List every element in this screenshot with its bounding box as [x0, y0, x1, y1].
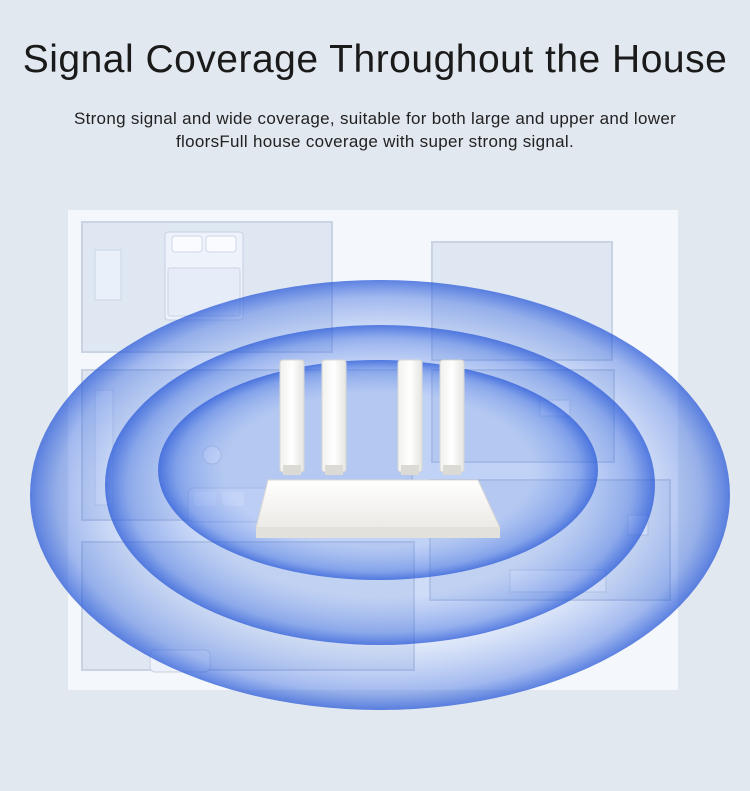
coverage-illustration	[30, 210, 730, 710]
antenna-1	[279, 359, 305, 473]
router-body-edge	[256, 528, 500, 538]
wardrobe	[94, 249, 122, 301]
antenna-4	[439, 359, 465, 473]
router-antennas	[279, 359, 465, 475]
antenna-2	[321, 359, 347, 473]
coverage-ring-inner	[158, 360, 598, 580]
router-icon	[255, 359, 501, 538]
router-body-top	[255, 479, 501, 529]
page-title: Signal Coverage Throughout the House	[22, 38, 728, 81]
coverage-scene	[0, 170, 750, 791]
antenna-3	[397, 359, 423, 473]
header: Signal Coverage Throughout the House Str…	[0, 0, 750, 170]
bed	[164, 231, 244, 321]
page-subtitle: Strong signal and wide coverage, suitabl…	[73, 109, 677, 151]
